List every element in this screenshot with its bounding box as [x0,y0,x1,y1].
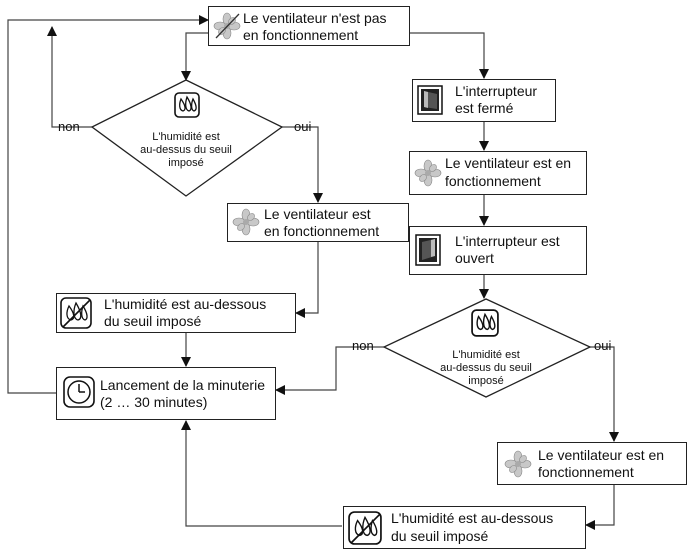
humidity-below-bottom-to-timer [181,420,342,527]
check-right-no-label: non [352,338,374,353]
fan-crossed-icon [213,12,241,40]
fan-middle-to-humidity-below [295,241,319,318]
node-fan-on-right-line1: Le ventilateur est en [445,155,572,171]
check-left-line2: au-dessus du seuil [140,144,232,156]
check-right-yes-label: oui [594,338,612,353]
check-left-no-label: non [58,119,80,134]
check-right-line1: L'humidité est [452,349,520,361]
node-fan-off-line1: Le ventilateur n'est pas [243,10,387,26]
node-humidity-below-bottom-line1: L'humidité est au-dessous [391,510,554,526]
humidity-crossed-icon [60,297,92,329]
humidity-crossed-icon [348,511,382,545]
humidity-drops-icon [471,309,499,337]
fan-icon [504,450,532,478]
humidity-drops-icon [174,92,200,118]
node-fan-off-line2: en fonctionnement [243,27,359,43]
check-right-line2: au-dessus du seuil [440,362,532,374]
loop-to-fan-off [7,15,209,394]
fan-icon [232,208,260,236]
node-humidity-below-left [56,293,296,333]
node-fan-on-bottom-line2: fonctionnement [538,464,634,480]
decision-diamond-right [382,298,592,398]
check-right-yes [588,346,619,442]
clock-icon [63,376,95,408]
check-left-line1: L'humidité est [152,131,220,143]
node-fan-on-middle-line2: en fonctionnement [264,223,380,239]
node-humidity-below-left-line2: du seuil imposé [104,313,202,329]
node-fan-on-middle-line1: Le ventilateur est [264,206,371,222]
switch-icon [417,85,443,115]
check-right-line3: imposé [468,375,504,387]
fan-off-to-switch-closed [409,32,489,79]
node-timer-start-line2: (2 … 30 minutes) [100,394,208,410]
node-switch-open-line2: ouvert [455,250,494,266]
check-right-no [275,346,384,395]
switch-icon [415,234,441,266]
node-switch-closed-line1: L'interrupteur [455,83,538,99]
check-left-no [47,26,92,128]
fan-icon [414,159,442,187]
node-fan-on-bottom-line1: Le ventilateur est en [538,447,665,463]
node-timer-start-line1: Lancement de la minuterie [100,377,265,393]
node-humidity-below-bottom [343,506,586,549]
node-fan-on-bottom [497,442,687,485]
check-left-yes-label: oui [294,119,312,134]
node-humidity-below-bottom-line2: du seuil imposé [391,528,489,544]
fan-off-to-check-left [181,32,210,81]
node-fan-off [208,6,410,46]
node-humidity-below-left-line1: L'humidité est au-dessous [104,296,267,312]
node-fan-on-right-line2: fonctionnement [445,173,541,189]
node-switch-open-line1: L'interrupteur est [455,233,560,249]
check-left-yes [280,126,323,203]
fan-bottom-to-humidity-below [585,484,615,530]
decision-diamond-left [90,79,284,197]
check-left-line3: imposé [168,157,204,169]
node-switch-closed-line2: est fermé [455,100,514,116]
